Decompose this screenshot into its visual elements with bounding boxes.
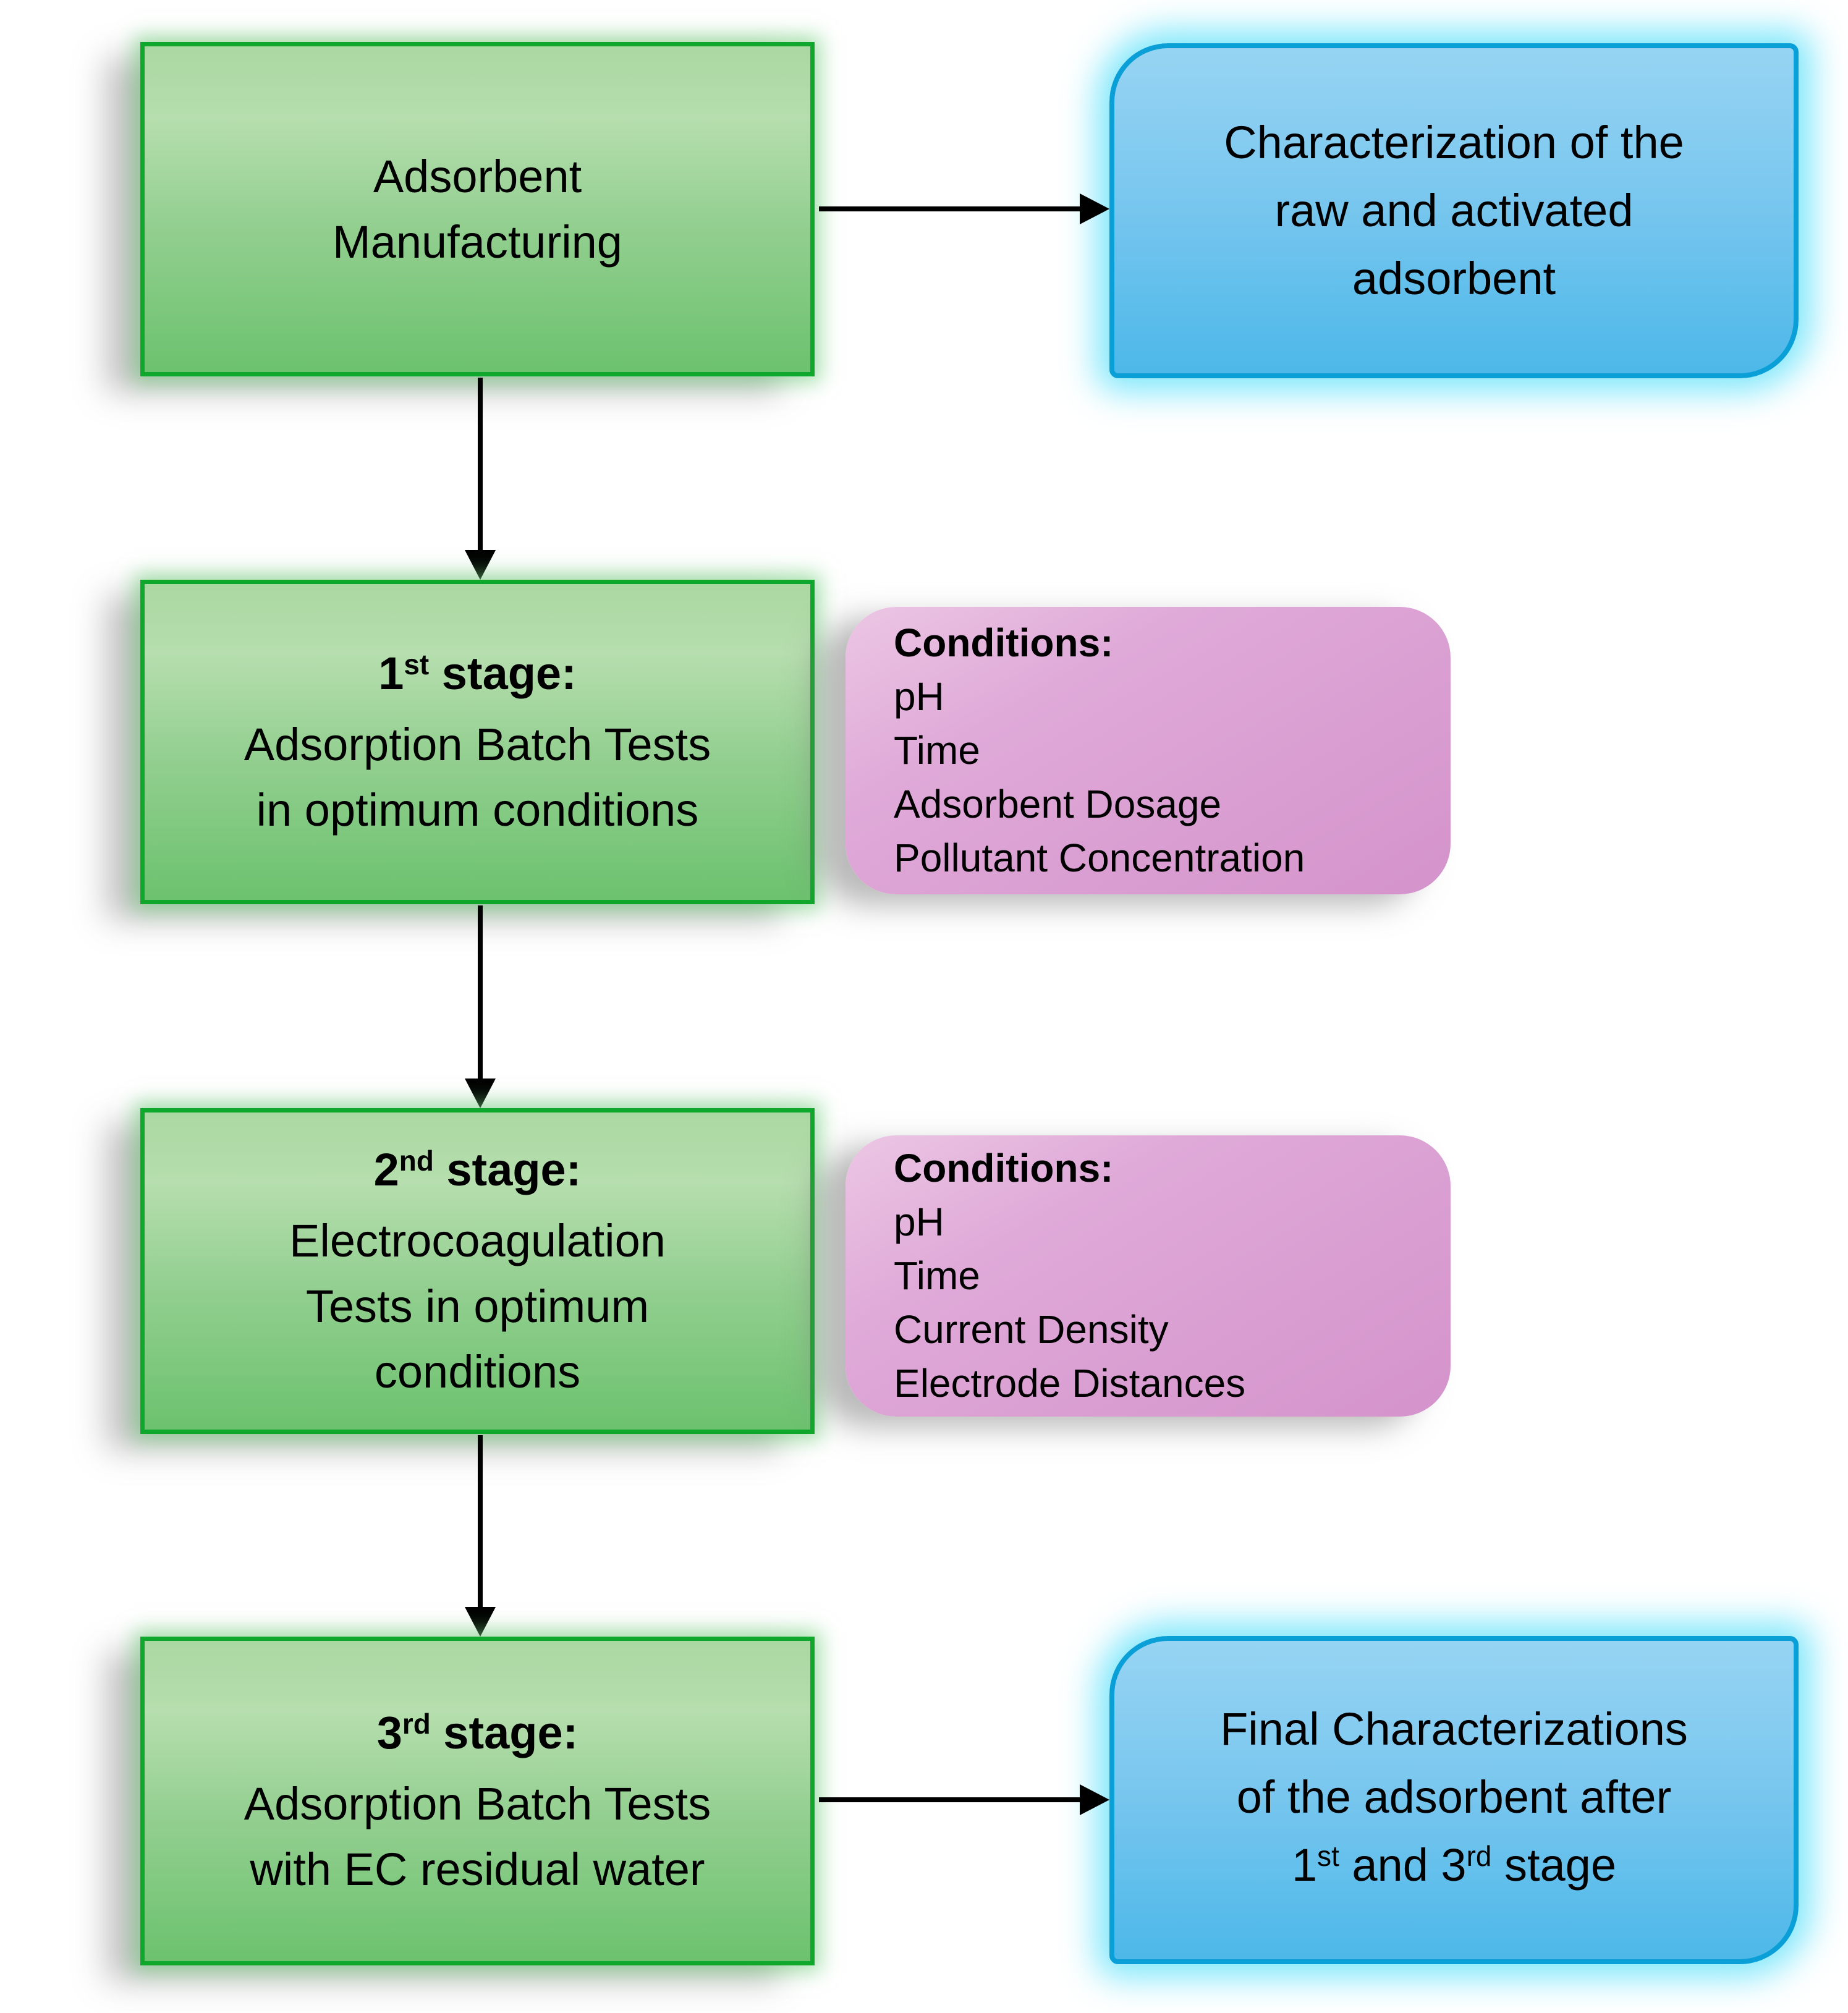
box-adsorbent-manufacturing: Adsorbent Manufacturing bbox=[140, 42, 815, 376]
arrowhead-down-icon bbox=[465, 550, 496, 580]
stage-word: stage: bbox=[433, 1144, 582, 1195]
stage-word: stage: bbox=[429, 648, 577, 699]
box-conditions-stage-1: Conditions: pH Time Adsorbent Dosage Pol… bbox=[846, 607, 1451, 894]
conditions-heading: Conditions: bbox=[894, 1146, 1114, 1190]
condition-item: Electrode Distances bbox=[894, 1361, 1246, 1405]
box-text-line: in optimum conditions bbox=[256, 784, 699, 836]
arrow-stage2-to-stage3 bbox=[478, 1435, 483, 1607]
box-text-line: Final Characterizations bbox=[1220, 1703, 1688, 1755]
stage-word: stage: bbox=[430, 1706, 579, 1758]
box-stage-2: 2nd stage: Electrocoagulation Tests in o… bbox=[140, 1108, 815, 1434]
box-conditions-stage-2: Conditions: pH Time Current Density Elec… bbox=[846, 1135, 1451, 1417]
stage-number: 1 bbox=[378, 648, 404, 699]
box-text-line: Adsorption Batch Tests bbox=[244, 719, 711, 770]
box-text-line: raw and activated bbox=[1274, 185, 1634, 236]
conditions-heading: Conditions: bbox=[894, 621, 1114, 665]
arrow-stage1-to-stage2 bbox=[478, 905, 483, 1079]
condition-item: pH bbox=[894, 1200, 944, 1244]
box-heading: 2nd stage: bbox=[374, 1137, 582, 1208]
stage-ordinal-suffix: st bbox=[404, 648, 430, 681]
stage-ordinal-suffix: nd bbox=[399, 1145, 434, 1177]
arrowhead-down-icon bbox=[465, 1607, 496, 1637]
condition-item: Adsorbent Dosage bbox=[894, 782, 1222, 826]
box-text-line: of the adsorbent after bbox=[1236, 1771, 1672, 1823]
arrowhead-down-icon bbox=[465, 1079, 496, 1108]
box-stage-1: 1st stage: Adsorption Batch Tests in opt… bbox=[140, 580, 815, 904]
stage-ordinal-suffix: rd bbox=[402, 1707, 431, 1740]
text-fragment: stage bbox=[1491, 1839, 1616, 1891]
condition-item: Current Density bbox=[894, 1307, 1169, 1352]
box-text-line: 1st and 3rd stage bbox=[1292, 1831, 1616, 1905]
box-text-line: adsorbent bbox=[1352, 253, 1556, 304]
condition-item: Pollutant Concentration bbox=[894, 836, 1305, 880]
box-text-line: Electrocoagulation bbox=[289, 1215, 666, 1266]
arrowhead-right-icon bbox=[1080, 193, 1109, 224]
stage-ordinal-suffix: st bbox=[1317, 1840, 1339, 1873]
box-text-line: with EC residual water bbox=[250, 1843, 705, 1895]
box-text-line: Adsorption Batch Tests bbox=[244, 1778, 711, 1829]
arrowhead-right-icon bbox=[1080, 1784, 1109, 1815]
condition-item: Time bbox=[894, 728, 980, 773]
box-text-line: Adsorbent bbox=[373, 150, 582, 202]
box-text-line: Characterization of the bbox=[1224, 117, 1684, 168]
box-heading: 1st stage: bbox=[378, 641, 576, 712]
stage-number: 1 bbox=[1292, 1839, 1318, 1891]
box-text-line: conditions bbox=[374, 1346, 581, 1397]
condition-item: pH bbox=[894, 674, 944, 719]
arrow-manufacturing-to-characterization bbox=[819, 206, 1080, 211]
box-stage-3: 3rd stage: Adsorption Batch Tests with E… bbox=[140, 1637, 815, 1965]
stage-number: 3 bbox=[376, 1706, 402, 1758]
box-text-line: Tests in optimum bbox=[305, 1281, 650, 1332]
box-characterization-raw-activated: Characterization of the raw and activate… bbox=[1109, 43, 1799, 378]
stage-number: 2 bbox=[373, 1144, 399, 1195]
box-heading: 3rd stage: bbox=[377, 1700, 579, 1771]
box-final-characterizations: Final Characterizations of the adsorbent… bbox=[1109, 1636, 1799, 1964]
text-fragment: and 3 bbox=[1339, 1839, 1467, 1891]
stage-ordinal-suffix: rd bbox=[1466, 1840, 1492, 1873]
arrow-stage3-to-final bbox=[819, 1797, 1080, 1802]
box-text-line: Manufacturing bbox=[333, 216, 622, 268]
arrow-manufacturing-to-stage1 bbox=[478, 378, 483, 550]
condition-item: Time bbox=[894, 1253, 980, 1298]
